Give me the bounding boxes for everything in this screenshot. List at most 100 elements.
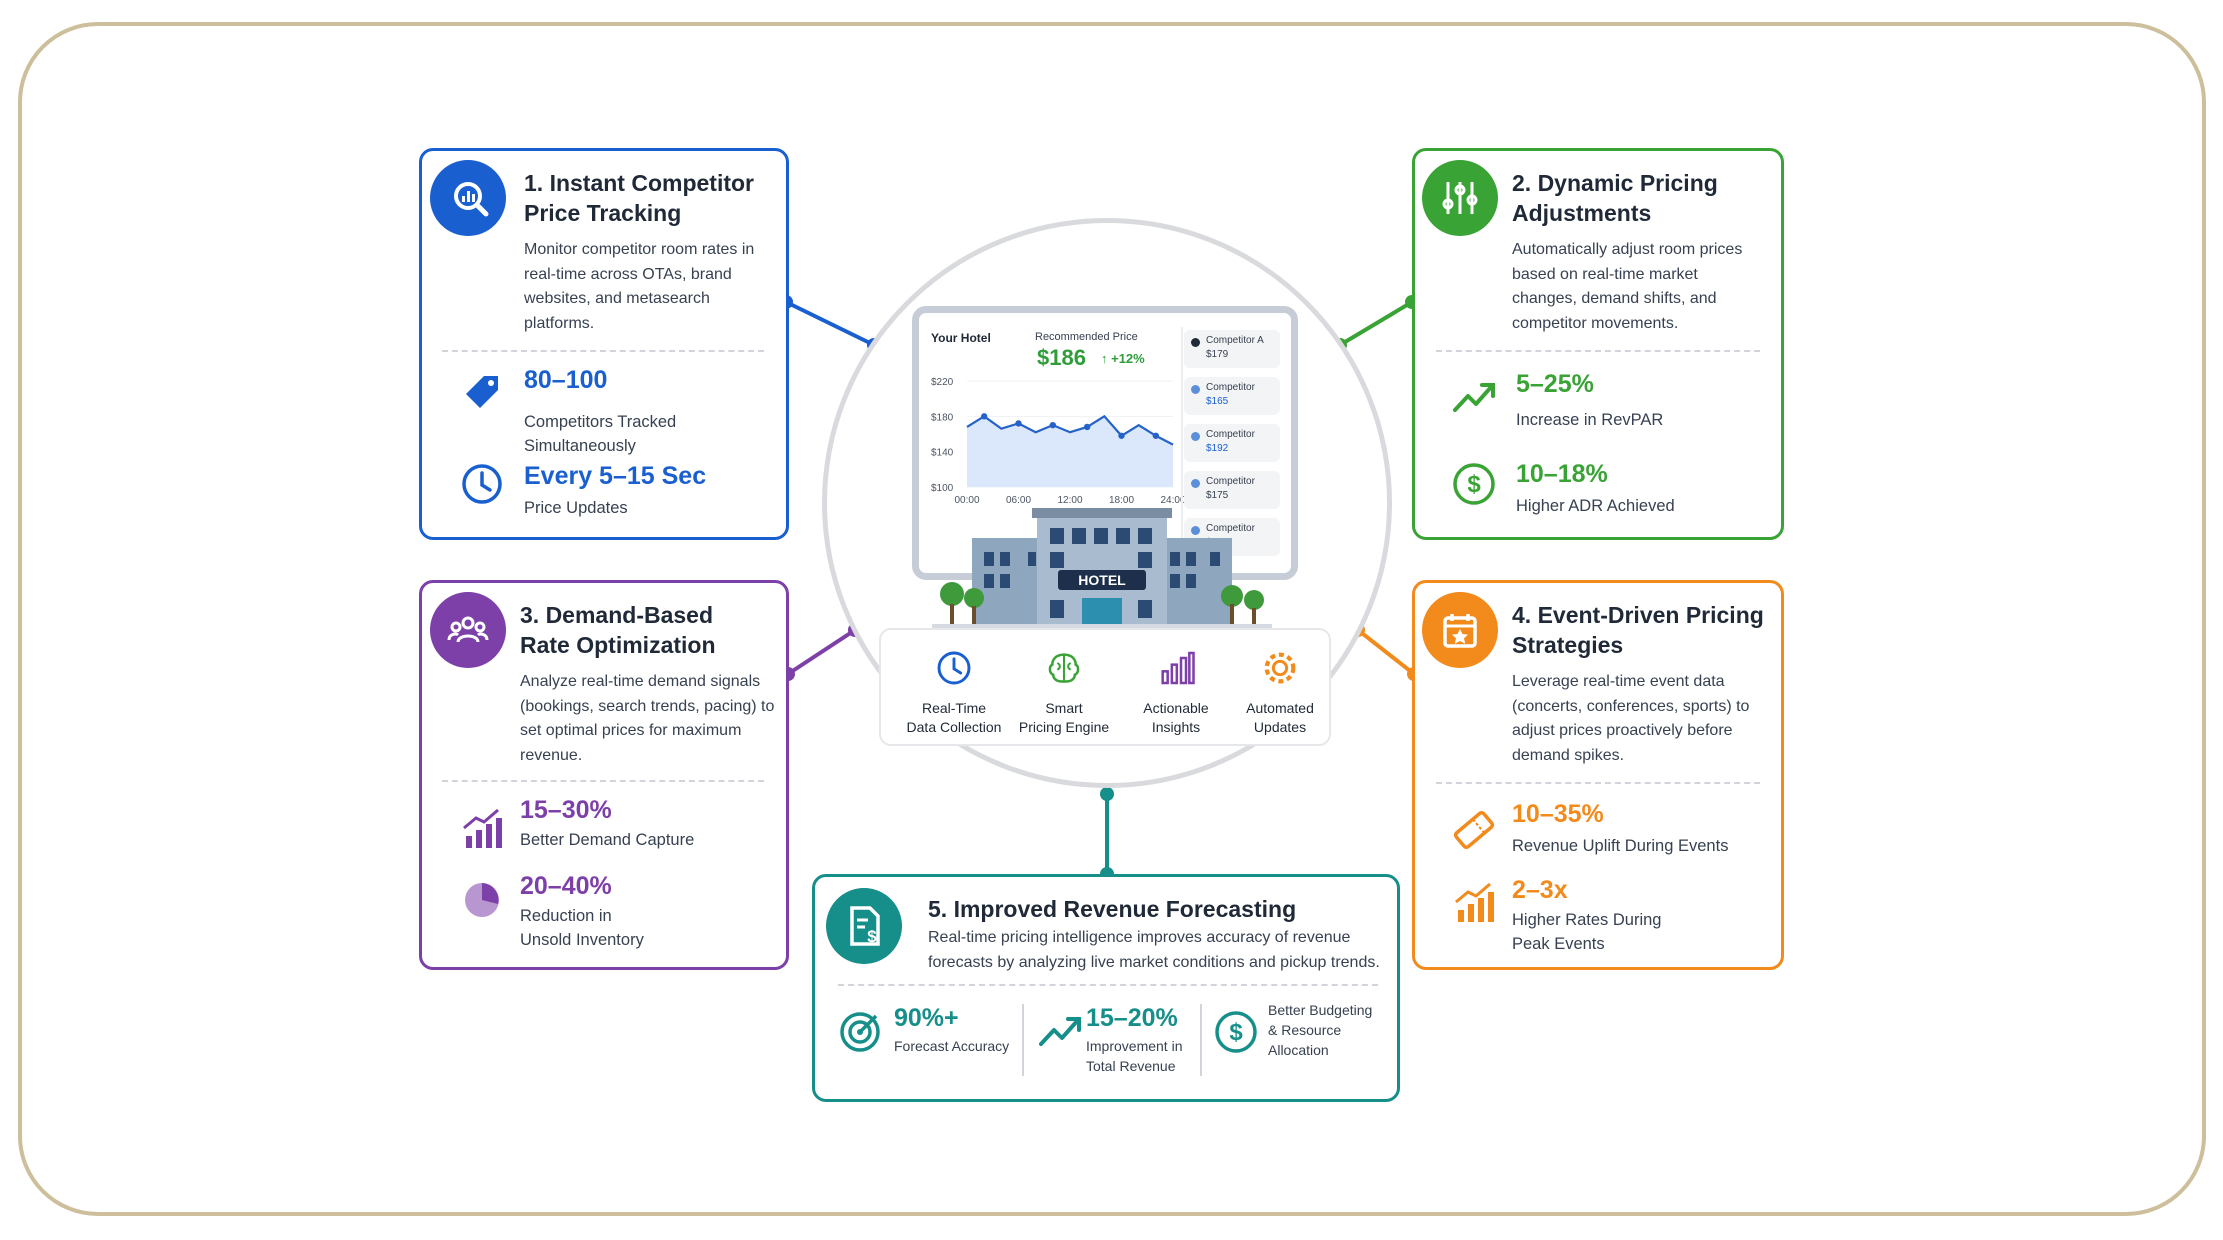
competitor-name: Competitor (1206, 476, 1255, 487)
chart-x-tick: 18:00 (1109, 495, 1134, 506)
chart-y-tick: $180 (931, 412, 954, 423)
dollar-circle-icon: $ (1450, 460, 1498, 508)
card2-stat-value: 5–25% (1516, 370, 1594, 398)
card3-stat-value: 20–40% (520, 872, 612, 900)
card3-stat-value: 15–30% (520, 796, 612, 824)
card2-stat-label: Increase in RevPAR (1516, 411, 1664, 429)
competitor-dot-icon (1191, 432, 1200, 441)
card4-stat-label: Higher Rates During Peak Events (1512, 911, 1662, 953)
recommended-price-label: Recommended Price (1035, 331, 1138, 343)
recommended-price: $186 (1037, 345, 1086, 370)
competitor-name: Competitor (1206, 523, 1255, 534)
competitor-dot-icon (1191, 479, 1200, 488)
card4-stat-label: Revenue Uplift During Events (1512, 837, 1729, 855)
card5-description: Real-time pricing intelligence improves … (928, 929, 1380, 971)
bar-growth-icon (1450, 880, 1498, 928)
card4-stat-value: 2–3x (1512, 876, 1568, 904)
card5-stat-value: 90%+ (894, 1004, 959, 1032)
card2-description: Automatically adjust room prices based o… (1512, 241, 1743, 332)
competitor-price: $179 (1206, 349, 1229, 360)
card5-separator (1200, 1004, 1202, 1076)
card4-divider (1436, 782, 1760, 784)
gear-icon (1225, 648, 1335, 693)
bar-growth-icon (458, 806, 506, 854)
chart-area (967, 416, 1173, 487)
card2-divider (1436, 350, 1760, 352)
feature-label: Real-Time Data Collection (906, 700, 1002, 735)
brain-icon (1009, 648, 1119, 693)
card4-badge-icon (1422, 592, 1498, 668)
dollar-circle-icon: $ (1212, 1008, 1260, 1056)
card5-stat-label: Better Budgeting & Resource Allocation (1268, 1002, 1373, 1058)
chart-point (1152, 432, 1160, 439)
your-hotel-label: Your Hotel (931, 331, 991, 345)
competitor-dot-icon (1191, 385, 1200, 394)
card2-badge-icon (1422, 160, 1498, 236)
competitor-dot-icon (1191, 526, 1200, 535)
chart-x-tick: 12:00 (1057, 495, 1082, 506)
card5-badge-icon: $ (826, 888, 902, 964)
card2-stat-value: 10–18% (1516, 460, 1608, 488)
pie-chart-icon (458, 876, 506, 924)
card5-stat-value: 15–20% (1086, 1004, 1178, 1032)
card5-stat-label: Improvement in Total Revenue (1086, 1038, 1183, 1074)
card1-title: 1. Instant Competitor Price Tracking (524, 170, 755, 226)
card3-stat-label: Better Demand Capture (520, 831, 695, 849)
chart-x-tick: 24:00 (1160, 495, 1185, 506)
competitor-dot-icon (1191, 338, 1200, 347)
feature-item: Smart Pricing Engine (1009, 648, 1119, 737)
card3-stat-label: Reduction in Unsold Inventory (520, 907, 644, 949)
feature-item: Real-Time Data Collection (899, 648, 1009, 737)
svg-text:$: $ (1229, 1019, 1243, 1046)
recommended-price-change: ↑ +12% (1101, 351, 1145, 366)
card4-stat-value: 10–35% (1512, 800, 1604, 828)
competitor-price: $192 (1206, 443, 1229, 454)
card1-stat-value: Every 5–15 Sec (524, 462, 707, 490)
card3-title: 3. Demand-Based Rate Optimization (520, 602, 716, 658)
svg-text:$: $ (867, 927, 877, 946)
card4-description: Leverage real-time event data (concerts,… (1512, 673, 1750, 764)
card5-divider (838, 984, 1378, 986)
feature-label: Smart Pricing Engine (1018, 700, 1110, 735)
card5-panel (812, 874, 1400, 1102)
card5-stat-label: Forecast Accuracy (894, 1038, 1010, 1054)
competitor-name: Competitor A (1206, 335, 1264, 346)
feature-label: Actionable Insights (1143, 700, 1209, 735)
card1-stat-label: Price Updates (524, 499, 628, 517)
chart-y-tick: $140 (931, 448, 954, 459)
clock-icon (458, 460, 506, 508)
card5-title: 5. Improved Revenue Forecasting (928, 896, 1297, 922)
competitor-item: Competitor A $179 (1184, 330, 1280, 368)
competitor-item: Competitor $175 (1184, 471, 1280, 509)
chart-point (1015, 420, 1022, 427)
competitor-price: $175 (1206, 490, 1229, 501)
card1-badge-icon (430, 160, 506, 236)
bar-chart-icon (1121, 648, 1231, 693)
price-tag-icon (458, 368, 506, 416)
hotel-sign: HOTEL (1078, 572, 1126, 588)
card2-title: 2. Dynamic Pricing Adjustments (1512, 170, 1718, 226)
chart-x-tick: 06:00 (1006, 495, 1031, 506)
card1-divider (442, 350, 764, 352)
card3-description: Analyze real-time demand signals (bookin… (520, 673, 775, 764)
feature-item: Automated Updates (1225, 648, 1335, 737)
chart-line (966, 414, 1174, 446)
chart-point (1083, 423, 1091, 431)
chart-y-tick: $100 (931, 483, 954, 494)
clock-icon (899, 648, 1009, 693)
card5-separator (1022, 1004, 1024, 1076)
card2-stat-label: Higher ADR Achieved (1516, 497, 1675, 515)
trend-up-icon (1036, 1008, 1084, 1056)
card3-badge-icon (430, 592, 506, 668)
card4-title: 4. Event-Driven Pricing Strategies (1512, 602, 1764, 658)
competitor-name: Competitor (1206, 382, 1255, 393)
hotel-building-illustration: HOTEL (932, 508, 1272, 628)
competitor-name: Competitor (1206, 429, 1255, 440)
chart-x-tick: 00:00 (954, 495, 979, 506)
card1-stat-value: 80–100 (524, 366, 608, 394)
card1-stat-label: Competitors Tracked Simultaneously (524, 413, 677, 455)
chart-point (1118, 432, 1125, 439)
trend-up-icon (1450, 374, 1498, 422)
competitor-item: Competitor $165 (1184, 377, 1280, 415)
